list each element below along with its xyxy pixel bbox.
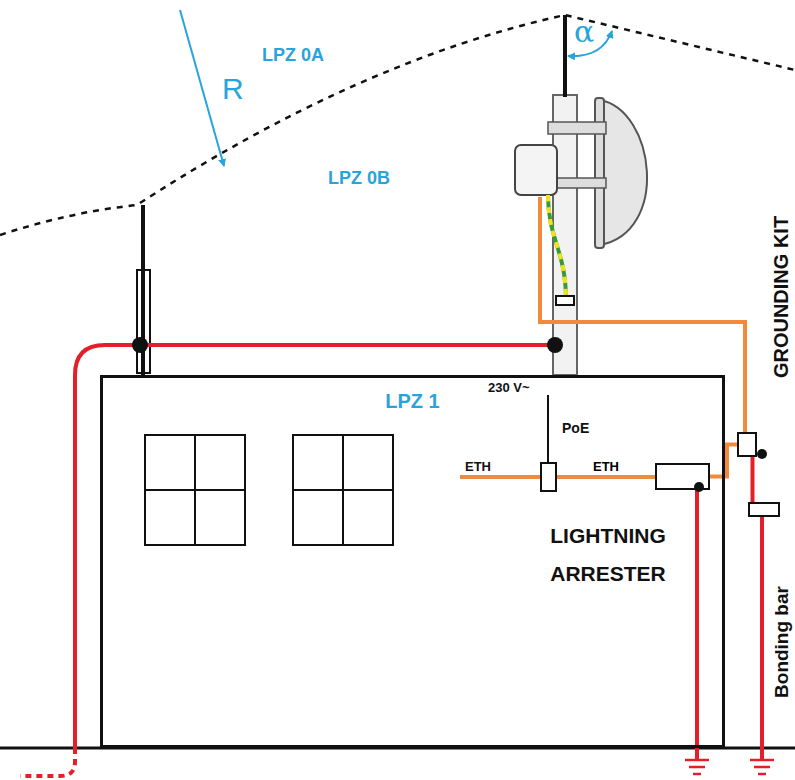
mains-wire xyxy=(547,395,549,462)
terminal-dot xyxy=(694,482,704,492)
ground-wire-gy xyxy=(548,195,566,300)
terminal-clamp xyxy=(137,270,150,373)
down-conductor-buried xyxy=(20,748,75,776)
lightning-arrester: LIGHTNING ARRESTER xyxy=(655,463,710,490)
mast xyxy=(553,95,577,375)
bond-dot xyxy=(132,337,148,353)
building-label: LPZ 1 xyxy=(103,390,722,413)
down-conductor xyxy=(75,345,555,748)
dish-bracket xyxy=(548,122,606,134)
zone-label: LPZ 0A xyxy=(262,45,324,66)
radio-unit xyxy=(515,145,557,195)
angle-label: α xyxy=(574,14,594,49)
eth-cable xyxy=(540,197,745,432)
building: LPZ 1 PoE LIGHTNING ARRESTER xyxy=(100,375,725,748)
mast-clamp xyxy=(556,296,574,305)
bonding-bar: Bonding bar xyxy=(748,502,780,517)
windows xyxy=(145,435,393,545)
cable xyxy=(751,457,755,502)
radius-arrow xyxy=(180,10,224,166)
eth-cable xyxy=(460,475,540,479)
voltage-label: 230 V~ xyxy=(488,380,530,395)
poe-injector: PoE xyxy=(540,462,557,492)
earth-symbol xyxy=(685,760,774,774)
mast-rod xyxy=(563,15,567,97)
grounding-kit-label: GROUNDING KIT xyxy=(770,216,793,378)
earth-wire xyxy=(760,517,764,760)
lightning-arrester-label: LIGHTNING ARRESTER xyxy=(528,517,688,593)
earth-wire xyxy=(695,490,699,760)
protection-boundary xyxy=(0,15,795,235)
grounding-kit: GROUNDING KIT xyxy=(737,432,757,457)
bond-dot xyxy=(547,337,563,353)
cable xyxy=(557,475,655,479)
bonding-bar-label: Bonding bar xyxy=(771,586,793,698)
terminal-dot xyxy=(757,449,767,459)
zone-label: LPZ 0B xyxy=(328,168,390,189)
edge-label: ETH xyxy=(591,459,621,474)
dish-rim xyxy=(595,98,604,248)
dish xyxy=(600,100,647,245)
signal-label: ETH xyxy=(465,459,491,474)
ground-wire-gy xyxy=(548,195,566,300)
radius-label: R xyxy=(222,72,244,106)
poe-injector-label: PoE xyxy=(562,420,589,436)
